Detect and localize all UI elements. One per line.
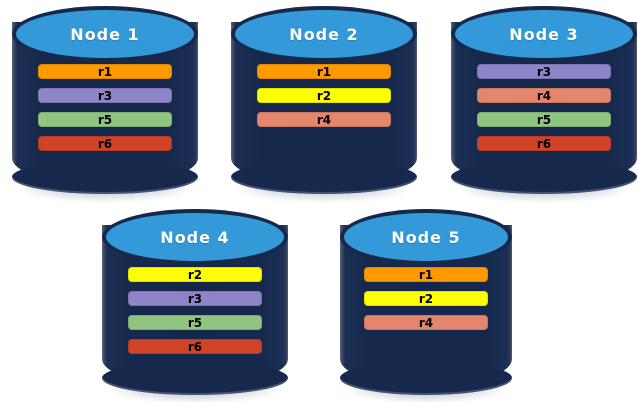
cylinder-top-face: Node 1	[16, 10, 194, 58]
cylinder-top-ellipse: Node 4	[102, 209, 288, 265]
database-node-5[interactable]: Node 5 r1 r2 r4	[340, 209, 512, 402]
shard-bar-r6[interactable]: r6	[38, 136, 172, 151]
shard-label: r5	[536, 112, 552, 127]
cylinder-top-face: Node 2	[235, 10, 413, 58]
shard-bar-r3[interactable]: r3	[38, 88, 172, 103]
cylinder-top-ellipse: Node 5	[340, 209, 512, 265]
shard-bar-r5[interactable]: r5	[38, 112, 172, 127]
shard-list: r3 r4 r5 r6	[477, 64, 611, 160]
node-title: Node 2	[289, 24, 359, 44]
shard-bar-r4[interactable]: r4	[364, 315, 488, 330]
shard-bar-r4[interactable]: r4	[477, 88, 611, 103]
shard-bar-r6[interactable]: r6	[128, 339, 262, 354]
shard-label: r3	[187, 291, 203, 306]
shard-label: r6	[97, 136, 113, 151]
shard-label: r4	[536, 88, 552, 103]
cylinder-top-ellipse: Node 2	[231, 6, 417, 62]
cylinder-top-face: Node 5	[344, 213, 508, 261]
cylinder-top-ellipse: Node 3	[451, 6, 637, 62]
shard-bar-r1[interactable]: r1	[364, 267, 488, 282]
shard-label: r3	[97, 88, 113, 103]
shard-bar-r3[interactable]: r3	[128, 291, 262, 306]
shard-label: r5	[187, 315, 203, 330]
cylinder-top-face: Node 4	[106, 213, 284, 261]
cylinder-bottom-ellipse	[340, 361, 512, 395]
node-title: Node 3	[509, 24, 579, 44]
database-node-2[interactable]: Node 2 r1 r2 r4	[231, 6, 417, 201]
shard-bar-r2[interactable]: r2	[257, 88, 391, 103]
database-node-3[interactable]: Node 3 r3 r4 r5 r6	[451, 6, 637, 201]
shard-bar-r1[interactable]: r1	[38, 64, 172, 79]
shard-label: r4	[418, 315, 434, 330]
node-title: Node 4	[160, 227, 230, 247]
shard-label: r6	[187, 339, 203, 354]
shard-label: r1	[418, 267, 434, 282]
shard-list: r1 r2 r4	[364, 267, 488, 339]
shard-label: r2	[316, 88, 332, 103]
shard-bar-r2[interactable]: r2	[128, 267, 262, 282]
shard-list: r1 r3 r5 r6	[38, 64, 172, 160]
shard-label: r3	[536, 64, 552, 79]
shard-label: r2	[187, 267, 203, 282]
shard-bar-r6[interactable]: r6	[477, 136, 611, 151]
shard-label: r6	[536, 136, 552, 151]
shard-bar-r4[interactable]: r4	[257, 112, 391, 127]
database-node-1[interactable]: Node 1 r1 r3 r5 r6	[12, 6, 198, 201]
cylinder-bottom-ellipse	[102, 361, 288, 395]
shard-list: r1 r2 r4	[257, 64, 391, 136]
shard-label: r2	[418, 291, 434, 306]
shard-bar-r2[interactable]: r2	[364, 291, 488, 306]
shard-bar-r1[interactable]: r1	[257, 64, 391, 79]
shard-bar-r3[interactable]: r3	[477, 64, 611, 79]
shard-bar-r5[interactable]: r5	[477, 112, 611, 127]
shard-bar-r5[interactable]: r5	[128, 315, 262, 330]
node-title: Node 1	[70, 24, 140, 44]
cylinder-bottom-ellipse	[231, 160, 417, 194]
cylinder-top-face: Node 3	[455, 10, 633, 58]
cylinder-top-ellipse: Node 1	[12, 6, 198, 62]
shard-label: r1	[316, 64, 332, 79]
shard-list: r2 r3 r5 r6	[128, 267, 262, 363]
shard-label: r1	[97, 64, 113, 79]
cylinder-bottom-ellipse	[451, 160, 637, 194]
node-title: Node 5	[391, 227, 461, 247]
database-node-4[interactable]: Node 4 r2 r3 r5 r6	[102, 209, 288, 402]
cylinder-bottom-ellipse	[12, 160, 198, 194]
shard-label: r4	[316, 112, 332, 127]
shard-label: r5	[97, 112, 113, 127]
